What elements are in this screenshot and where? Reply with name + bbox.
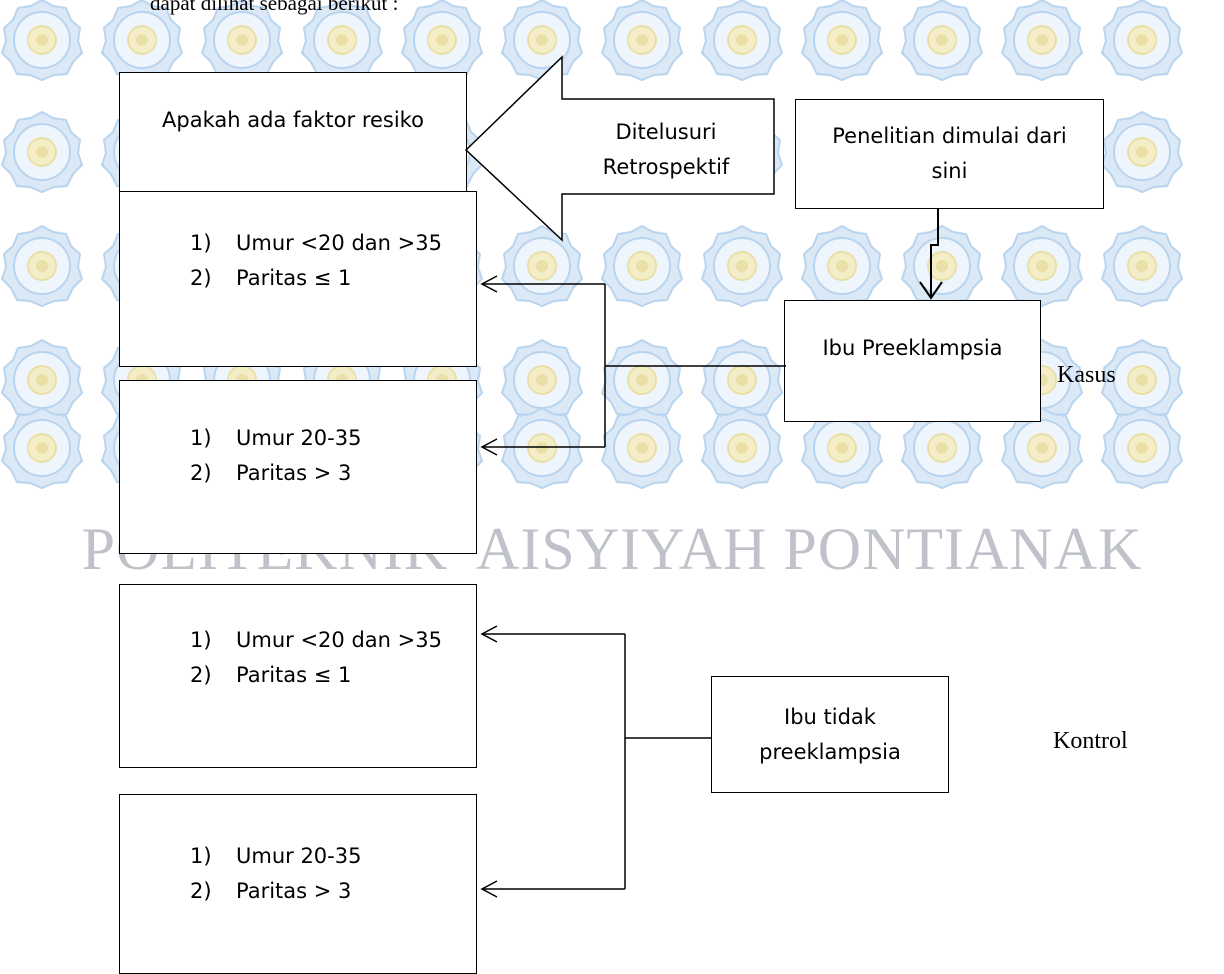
retrospective-arrow (464, 55, 775, 242)
kontrol-group-normal-box: 1)Umur 20-35 2)Paritas > 3 (119, 794, 477, 974)
kasus-arrowhead-2 (480, 438, 498, 456)
faktor-resiko-label: Apakah ada faktor resiko (162, 108, 424, 132)
list-item: 2)Paritas ≤ 1 (190, 662, 352, 687)
list-item: 1)Umur 20-35 (190, 844, 362, 868)
kasus-label: Kasus (1057, 362, 1116, 388)
start-to-kasus-arrowhead (919, 281, 943, 300)
kasus-group-normal-box: 1)Umur 20-35 2)Paritas > 3 (119, 380, 477, 554)
kontrol-arrowhead-1 (480, 625, 498, 643)
ibu-preeklampsia-box: Ibu Preeklampsia (784, 300, 1041, 422)
kontrol-label: Kontrol (1053, 728, 1128, 754)
list-item: 1)Umur <20 dan >35 (190, 628, 442, 652)
kontrol-group-risk-box: 1)Umur <20 dan >35 2)Paritas ≤ 1 (119, 584, 477, 768)
start-to-kasus-connector (930, 208, 939, 296)
faktor-resiko-box: Apakah ada faktor resiko (119, 72, 467, 193)
list-item: 2)Paritas ≤ 1 (190, 265, 352, 290)
kontrol-arrowhead-2 (480, 880, 498, 898)
kasus-group-risk-box: 1)Umur <20 dan >35 2)Paritas ≤ 1 (119, 191, 477, 367)
list-item: 1)Umur <20 dan >35 (190, 231, 442, 255)
intro-text: dapat dilihat sebagai berikut : (150, 0, 399, 15)
list-item: 2)Paritas > 3 (190, 460, 352, 485)
ibu-preeklampsia-label: Ibu Preeklampsia (822, 336, 1003, 360)
list-item: 2)Paritas > 3 (190, 878, 352, 903)
list-item: 1)Umur 20-35 (190, 426, 362, 450)
kasus-arrowhead-1 (480, 275, 498, 293)
